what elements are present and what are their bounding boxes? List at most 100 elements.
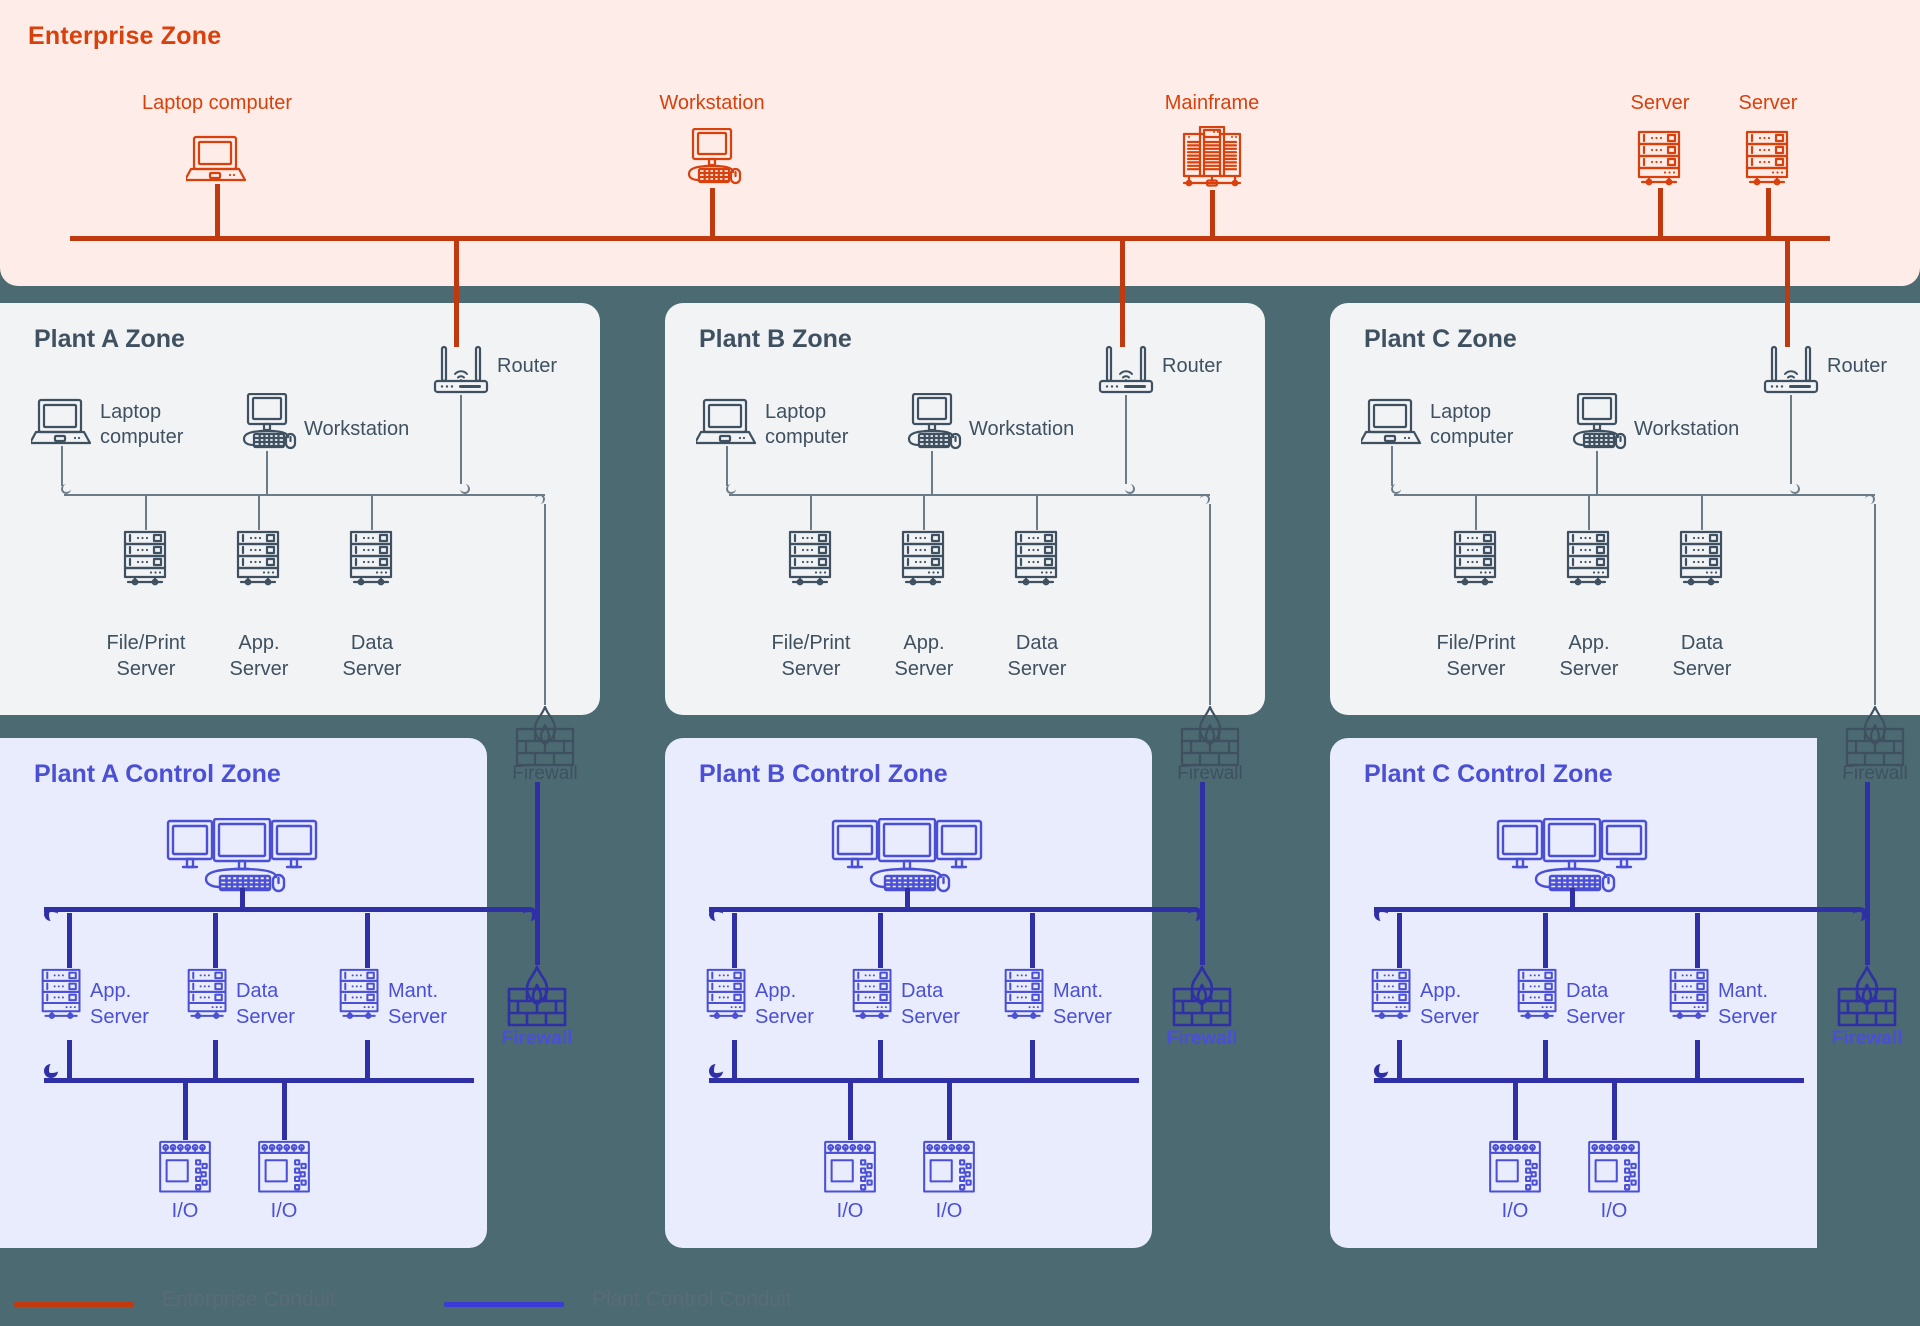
enterprise-riser-0 xyxy=(453,241,459,347)
control-1-io-icon-1[interactable] xyxy=(920,1140,977,1200)
plant-2-server-icon-1[interactable] xyxy=(1564,530,1614,591)
control-2-io-icon-1[interactable] xyxy=(1585,1140,1642,1200)
control-2-server-icon-1[interactable] xyxy=(1515,968,1561,1025)
control-0-server-icon-0[interactable] xyxy=(39,968,85,1025)
control-2-hmi-icon[interactable] xyxy=(1496,817,1648,899)
control-0-server-icon-1[interactable] xyxy=(185,968,231,1025)
plant-0-firewall-icon[interactable] xyxy=(509,705,581,776)
legend-swatch-enterprise xyxy=(14,1302,134,1307)
control-0-io-label-1: I/O xyxy=(270,1200,298,1222)
control-0-hmi-icon[interactable] xyxy=(166,817,318,899)
control-0-server-downlink-1 xyxy=(213,1040,218,1078)
enterprise-server-icon-3[interactable] xyxy=(1635,130,1685,191)
plant-2-server-drop-1 xyxy=(1588,494,1590,530)
control-1-hmi-icon[interactable] xyxy=(831,817,983,899)
control-1-bus-right-elbow xyxy=(1188,907,1202,921)
plant-1-firewall-link xyxy=(1209,504,1211,705)
control-2-server-icon-2[interactable] xyxy=(1667,968,1713,1025)
control-0-io-label-0: I/O xyxy=(171,1200,199,1222)
control-0-io-icon-1[interactable] xyxy=(255,1140,312,1200)
plant-0-laptop-icon[interactable] xyxy=(28,398,93,451)
plant-c-zone-panel: Plant C Zone xyxy=(1330,303,1920,715)
control-1-lower-bus xyxy=(709,1078,1139,1083)
plant-0-server-icon-0[interactable] xyxy=(121,530,171,591)
plant-1-workstation-icon[interactable] xyxy=(899,392,965,456)
plant-2-server-icon-0[interactable] xyxy=(1451,530,1501,591)
plant-1-server-drop-2 xyxy=(1036,494,1038,530)
enterprise-drop-line-3 xyxy=(1657,188,1663,236)
plant-2-workstation-icon[interactable] xyxy=(1564,392,1630,456)
plant-1-workstation-label: Workstation xyxy=(969,418,1075,440)
plant-0-firewall-label: Firewall xyxy=(512,763,578,784)
control-1-firewall-icon[interactable] xyxy=(1166,965,1238,1036)
enterprise-server-icon-4[interactable] xyxy=(1743,130,1793,191)
enterprise-node-label-1: Workstation xyxy=(659,92,765,114)
plant-2-workstation-label: Workstation xyxy=(1634,418,1740,440)
plant-2-ws-drop xyxy=(1596,451,1598,494)
plant-1-laptop-drop xyxy=(726,446,728,486)
enterprise-workstation-icon-1[interactable] xyxy=(679,127,745,191)
legend-label-enterprise: Enterprise Conduit xyxy=(162,1288,336,1311)
plant-0-bus xyxy=(64,494,472,496)
plant-1-server-icon-1[interactable] xyxy=(899,530,949,591)
plant-1-fw-elbow xyxy=(1200,494,1210,504)
control-1-server-riser-1 xyxy=(878,913,883,968)
plant-0-workstation-icon[interactable] xyxy=(234,392,300,456)
control-0-fw-uplink xyxy=(534,782,540,965)
control-2-server-riser-0 xyxy=(1397,913,1402,968)
enterprise-drop-line-1 xyxy=(709,188,715,236)
plant-0-server-icon-2[interactable] xyxy=(347,530,397,591)
control-0-io-icon-0[interactable] xyxy=(156,1140,213,1200)
plant-2-router-icon[interactable] xyxy=(1759,345,1823,400)
control-1-io-icon-0[interactable] xyxy=(821,1140,878,1200)
plant-1-server-icon-0[interactable] xyxy=(786,530,836,591)
control-0-bus-left-elbow xyxy=(44,907,58,921)
plant-2-firewall-link xyxy=(1874,504,1876,705)
plant-2-laptop-drop xyxy=(1391,446,1393,486)
plant-1-laptop-icon[interactable] xyxy=(693,398,758,451)
control-0-server-icon-2[interactable] xyxy=(337,968,383,1025)
plant-0-server-drop-0 xyxy=(145,494,147,530)
plant-0-router-icon[interactable] xyxy=(429,345,493,400)
plant-0-router-label: Router xyxy=(497,355,558,377)
control-1-server-icon-0[interactable] xyxy=(704,968,750,1025)
plant-1-router-icon[interactable] xyxy=(1094,345,1158,400)
control-0-firewall-icon[interactable] xyxy=(501,965,573,1036)
plant-0-workstation-label: Workstation xyxy=(304,418,410,440)
control-2-io-icon-0[interactable] xyxy=(1486,1140,1543,1200)
control-2-io-label-1: I/O xyxy=(1600,1200,1628,1222)
plant-0-server-icon-1[interactable] xyxy=(234,530,284,591)
control-1-server-riser-2 xyxy=(1030,913,1035,968)
plant-1-firewall-icon[interactable] xyxy=(1174,705,1246,776)
control-0-io-drop-0 xyxy=(182,1083,188,1140)
legend-label-plant-control: Plant Control Conduit xyxy=(592,1288,792,1311)
control-2-server-icon-0[interactable] xyxy=(1369,968,1415,1025)
control-2-lower-left-elbow xyxy=(1374,1064,1388,1078)
control-0-bus-right-elbow xyxy=(523,907,537,921)
control-0-server-label-0: App.Server xyxy=(90,980,149,1028)
control-1-io-label-1: I/O xyxy=(935,1200,963,1222)
control-1-server-icon-1[interactable] xyxy=(850,968,896,1025)
plant-2-server-label-1: App.Server xyxy=(1559,632,1619,680)
enterprise-mainframe-icon-2[interactable] xyxy=(1181,125,1243,193)
control-2-firewall-icon[interactable] xyxy=(1831,965,1903,1036)
plant-0-bus-to-fw xyxy=(470,494,545,496)
plant-2-firewall-icon[interactable] xyxy=(1839,705,1911,776)
control-2-server-downlink-1 xyxy=(1543,1040,1548,1078)
plant-1-server-icon-2[interactable] xyxy=(1012,530,1062,591)
control-1-server-downlink-1 xyxy=(878,1040,883,1078)
plant-2-laptop-icon[interactable] xyxy=(1358,398,1423,451)
control-0-lower-left-elbow xyxy=(44,1064,58,1078)
plant-0-fw-elbow xyxy=(535,494,545,504)
plant-a-zone-title: Plant A Zone xyxy=(34,325,185,353)
plant-2-server-icon-2[interactable] xyxy=(1677,530,1727,591)
enterprise-laptop-icon-0[interactable] xyxy=(183,135,248,188)
control-1-server-icon-2[interactable] xyxy=(1002,968,1048,1025)
